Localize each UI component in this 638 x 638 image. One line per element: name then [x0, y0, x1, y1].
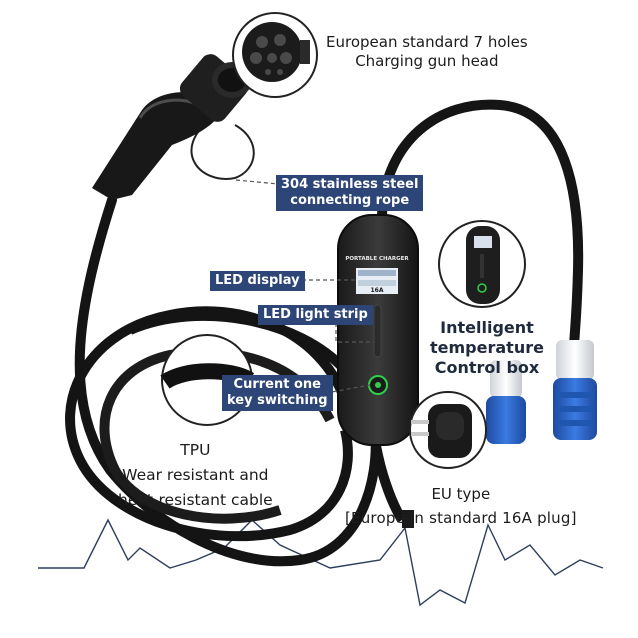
led-display-tag: LED display [210, 271, 305, 291]
tpu-label-line2: Wear resistant and [122, 466, 269, 484]
eu-plug [402, 391, 487, 528]
tpu-label: TPU Wear resistant and heat-resistant ca… [118, 438, 273, 513]
switch-tag-line2: key switching [227, 393, 328, 408]
steel-rope [190, 117, 255, 180]
control-box: 16A PORTABLE CHARGER [337, 214, 419, 446]
rope-tag-line2: connecting rope [290, 193, 410, 208]
control-box-inset [438, 220, 526, 308]
cable-coil-3 [128, 310, 349, 374]
led-strip-tag: LED light strip [258, 305, 373, 325]
control-box-label-line2: temperature [430, 338, 544, 357]
charging-gun [92, 54, 252, 200]
gun-head-label: European standard 7 holes Charging gun h… [326, 33, 528, 71]
cable-to-eu-plug [370, 439, 407, 523]
blue-plug [553, 340, 597, 440]
led-light-strip [373, 304, 382, 358]
tpu-label-line1: TPU [180, 441, 211, 459]
switch-tag-line1: Current one [233, 377, 321, 392]
eu-type-label-line2: [European standard 16A plug] [345, 509, 577, 527]
switch-tag: Current one key switching [222, 375, 333, 411]
cable-coil-2 [99, 347, 335, 524]
blue-plug-secondary [486, 360, 526, 444]
gun-head-label-line2: Charging gun head [355, 52, 499, 70]
gun-head-label-line1: European standard 7 holes [326, 33, 528, 51]
eu-type-label-line1: EU type [431, 485, 491, 503]
device-current-text: 16A [371, 287, 384, 294]
eu-type-label: EU type [European standard 16A plug] [345, 482, 577, 530]
rope-tag-line1: 304 stainless steel [281, 177, 419, 192]
pulse-line [38, 518, 604, 607]
device-brand-text: PORTABLE CHARGER [345, 256, 409, 262]
control-box-label-line1: Intelligent [440, 318, 534, 337]
power-button-icon [375, 382, 381, 388]
tpu-label-line3: heat-resistant cable [118, 491, 273, 509]
gun-head-inset [232, 12, 318, 98]
rope-tag: 304 stainless steel connecting rope [276, 175, 424, 211]
cable-to-blue-plug [377, 99, 584, 350]
control-box-label-line3: Control box [434, 358, 540, 377]
control-box-label: Intelligent temperature Control box [430, 318, 544, 378]
